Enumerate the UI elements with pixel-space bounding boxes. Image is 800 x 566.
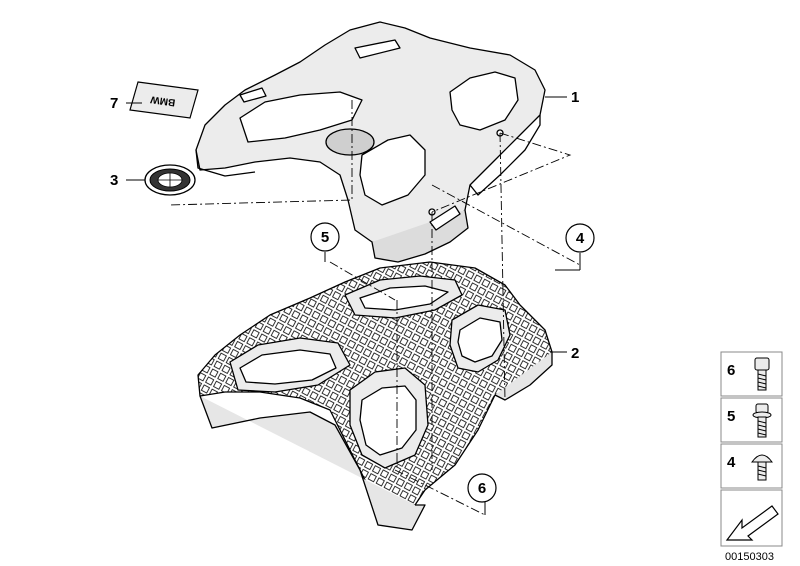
emblem-roundel	[144, 164, 196, 196]
circled-callout-5: 5	[310, 222, 340, 252]
collar-screw-icon	[752, 403, 772, 438]
callout-3: 3	[110, 172, 118, 189]
callout-7: 7	[110, 95, 118, 112]
legend-number-5: 5	[727, 408, 735, 425]
badge-lettering: BMW	[149, 93, 176, 107]
alignment-lines	[169, 100, 581, 516]
svg-text:4: 4	[576, 230, 585, 247]
bmw-badge: BMW	[129, 81, 199, 119]
parts-legend: 6 5 4	[720, 351, 783, 547]
callout-2: 2	[571, 345, 579, 362]
callout-1: 1	[571, 89, 579, 106]
button-head-screw-icon	[751, 454, 773, 481]
circled-callout-4: 4	[565, 223, 595, 253]
carrier-base-plate	[197, 261, 553, 531]
arrow-back-icon[interactable]	[725, 505, 779, 541]
luggage-carrier-cover	[195, 21, 546, 263]
legend-number-4: 4	[727, 454, 736, 471]
circled-callout-6: 6	[467, 473, 497, 503]
svg-text:6: 6	[478, 480, 486, 497]
reference-code: 00150303	[725, 551, 774, 563]
legend-number-6: 6	[727, 362, 735, 379]
leader-lines	[126, 96, 581, 515]
svg-text:5: 5	[321, 229, 329, 246]
socket-head-screw-icon	[754, 357, 770, 391]
